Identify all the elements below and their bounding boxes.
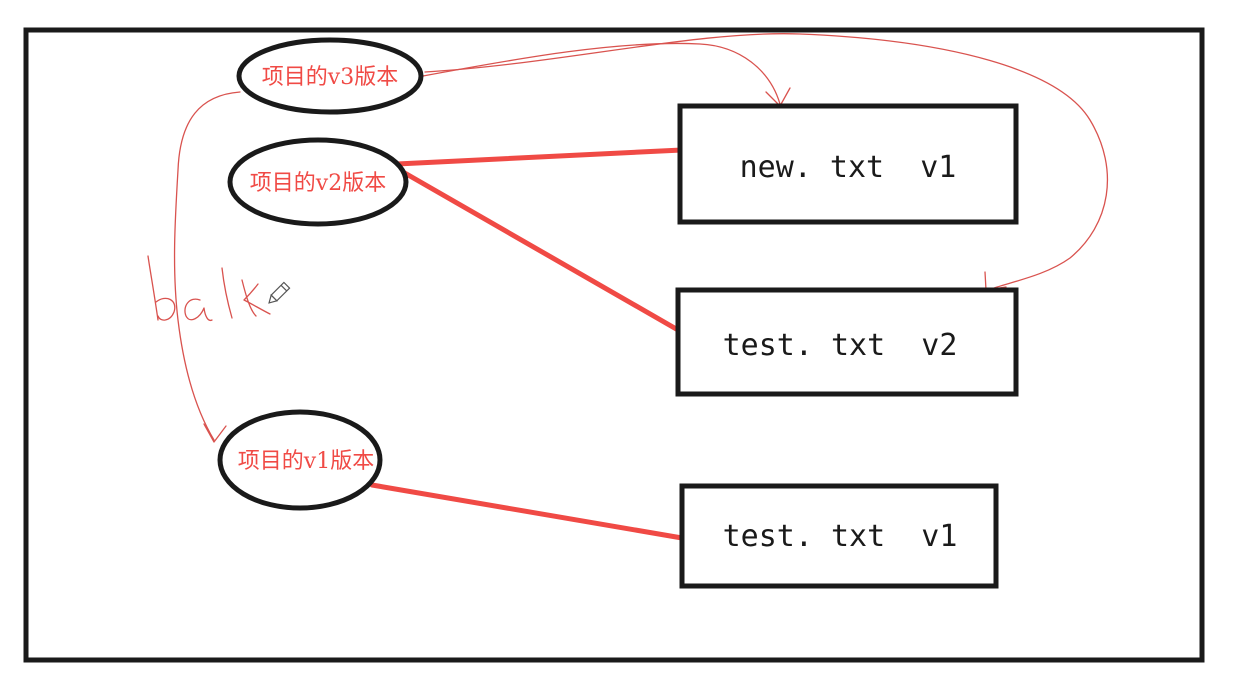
back-scribble xyxy=(147,255,271,322)
version-node-v1: 项目的v1版本 xyxy=(217,409,383,511)
pencil-icon xyxy=(268,281,291,304)
file-label: new. txt v1 xyxy=(740,150,957,185)
file-label: test. txt v1 xyxy=(723,519,958,554)
sketch-arrowhead-v3-v1 xyxy=(203,423,227,443)
link-v1-test-v1 xyxy=(369,482,685,541)
version-label: 项目的v3版本 xyxy=(262,65,398,90)
links-sketch xyxy=(173,33,1109,443)
file-box xyxy=(679,483,999,589)
version-label: 项目的v2版本 xyxy=(250,171,386,196)
version-label: 项目的v1版本 xyxy=(238,449,374,474)
version-node-v2: 项目的v2版本 xyxy=(227,137,409,227)
link-v2-test-v2 xyxy=(400,169,681,333)
version-ellipse xyxy=(227,137,409,227)
outer-frame xyxy=(23,27,1205,663)
file-box xyxy=(677,103,1019,225)
version-node-v3: 项目的v3版本 xyxy=(236,37,424,115)
link-v2-new-v1 xyxy=(394,147,685,167)
links-solid xyxy=(369,147,685,541)
sketch-arrow-v3-v1 xyxy=(173,91,241,441)
file-label: test. txt v2 xyxy=(723,328,958,363)
file-box-test-v2: test. txt v2 xyxy=(675,287,1019,397)
sketch-arrow-v3-test-v2 xyxy=(424,33,1109,291)
version-ellipse xyxy=(217,409,383,511)
version-ellipse xyxy=(236,37,424,115)
file-box-new-v1: new. txt v1 xyxy=(677,103,1019,225)
file-box-test-v1: test. txt v1 xyxy=(679,483,999,589)
file-box xyxy=(675,287,1019,397)
sketch-arrow-v3-new-v1 xyxy=(422,42,781,105)
